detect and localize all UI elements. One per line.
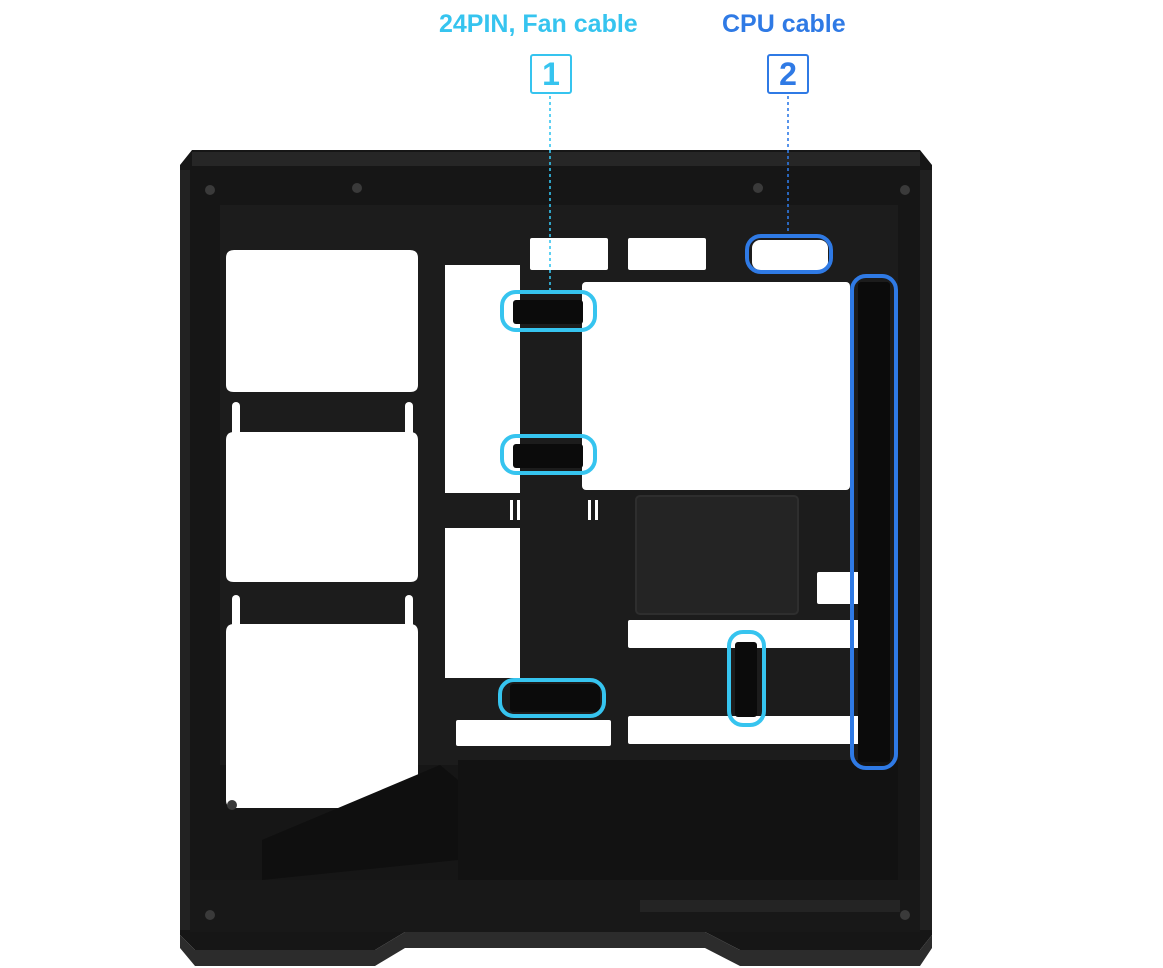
callout-2-number: 2 [767,54,809,94]
psu-shroud [458,760,898,880]
callout-1-label: 24PIN, Fan cable [439,10,638,38]
left-lower-cutout [445,528,520,678]
pc-case [180,150,932,966]
rear-edge [920,170,932,930]
top-rail [192,152,920,166]
center-slots [510,500,598,520]
highlight-upper-tie [500,290,597,332]
cable-tie-points [510,282,890,762]
tray-cutouts [445,265,866,746]
case-feet-shadow [180,932,932,966]
cpu-backplate-cutout [582,282,850,490]
right-small-cutout [817,572,862,604]
fan-opening-1 [226,250,418,392]
front-edge [180,170,190,930]
low-horizontal-cutout [628,716,866,744]
drive-plate [635,495,799,615]
left-vertical-cutout [445,265,520,493]
lower-left-cutout [456,720,611,746]
highlight-vertical-tie [727,630,766,727]
top-openings [530,238,828,270]
highlight-cpu-opening [745,234,833,274]
highlight-rear-channel [850,274,898,770]
highlight-lower-tie [498,678,606,718]
highlights-cpu [745,234,898,770]
bottom-vent [640,900,900,912]
callout-2-label: CPU cable [722,10,846,38]
callout-1-number: 1 [530,54,572,94]
screw-holes [205,183,910,920]
fan-opening-3 [226,624,418,808]
fan-opening-2 [226,432,418,582]
highlight-middle-tie [500,434,597,475]
front-fan-openings [226,250,418,808]
front-fan-bracket [262,765,458,880]
fan-frame-slots [232,402,413,635]
highlights-24pin-fan [498,290,766,727]
